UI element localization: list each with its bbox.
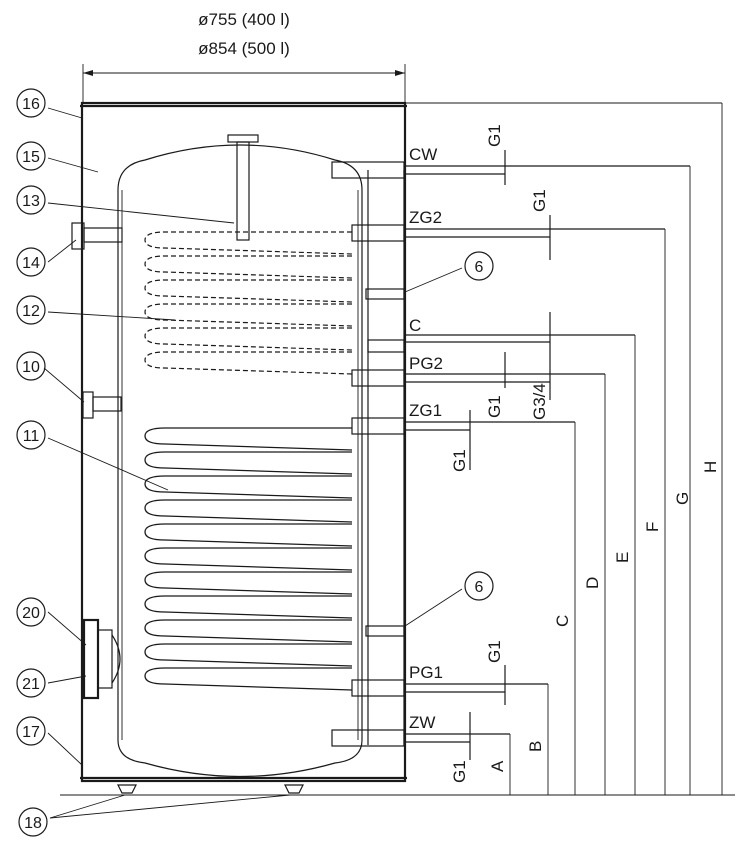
coil-winding [144, 475, 353, 499]
callout-20-text: 20 [22, 605, 40, 622]
thread-zw: G1 [450, 760, 469, 783]
thread-pg1: G1 [485, 640, 504, 663]
callout-13-text: 13 [22, 193, 40, 210]
coil-winding [144, 427, 353, 451]
connection-c: C [409, 316, 421, 335]
coil-winding [144, 327, 353, 351]
height-c: C [553, 615, 572, 627]
feet [117, 784, 304, 794]
callout-14-text: 14 [22, 255, 40, 272]
fitting-10 [82, 391, 122, 419]
coil-winding [144, 279, 353, 303]
connection-column [365, 170, 405, 745]
coil-winding [144, 595, 353, 619]
upper-heating-coil [144, 231, 353, 375]
callout-18-text: 18 [24, 815, 42, 832]
callout-12: 12 [16, 295, 46, 325]
callout-16: 16 [16, 88, 46, 118]
connection-zg2: ZG2 [409, 208, 442, 227]
callout-17-text: 17 [22, 724, 40, 741]
thread-pg2: G1 [485, 395, 504, 418]
callout-leaders [43, 107, 463, 819]
lower-heating-coil [144, 427, 353, 691]
thread-zg2: G1 [530, 189, 549, 212]
callout-6-upper: 6 [464, 251, 494, 281]
coil-winding [144, 351, 353, 375]
height-f: F [643, 522, 662, 532]
callout-12-text: 12 [22, 303, 40, 320]
coil-winding [144, 523, 353, 547]
connection-cw: CW [409, 145, 437, 164]
callout-21: 21 [16, 668, 46, 698]
coil-winding [144, 451, 353, 475]
height-d: D [583, 577, 602, 589]
callout-10: 10 [16, 351, 46, 381]
callout-18: 18 [18, 807, 48, 837]
connection-zg1: ZG1 [409, 401, 442, 420]
diameter-label-500: ø854 (500 l) [198, 39, 290, 58]
callout-6-upper-text: 6 [475, 259, 484, 276]
thread-ticks [469, 150, 551, 760]
callout-11-text: 11 [23, 428, 40, 445]
callout-16-text: 16 [22, 96, 40, 113]
coil-winding [144, 547, 353, 571]
connection-pg1: PG1 [409, 663, 443, 682]
callout-21-text: 21 [22, 676, 40, 693]
coil-winding [144, 255, 353, 279]
thread-zg1: G1 [450, 449, 469, 472]
callout-14: 14 [16, 247, 46, 277]
outer-casing [80, 101, 407, 783]
thread-c: G3/4 [530, 383, 549, 420]
coil-winding [144, 303, 353, 327]
diameter-label-400: ø755 (400 l) [198, 10, 290, 29]
connection-stubs [331, 161, 405, 747]
height-dimension-lines [60, 102, 735, 796]
callout-6-lower: 6 [464, 571, 494, 601]
diameter-dimension-line [82, 64, 406, 103]
height-h: H [701, 461, 720, 473]
top-anode [227, 134, 259, 241]
height-b: B [526, 741, 545, 752]
callout-11: 11 [16, 420, 46, 450]
inner-vessel [117, 144, 363, 778]
coil-winding [144, 231, 353, 255]
fitting-14 [71, 222, 123, 250]
connection-zw: ZW [409, 713, 435, 732]
callout-20: 20 [16, 597, 46, 627]
coil-winding [144, 571, 353, 595]
inspection-flange [82, 618, 121, 700]
thread-cw: G1 [485, 124, 504, 147]
callout-15-text: 15 [22, 149, 40, 166]
coil-winding [144, 643, 353, 667]
callout-15: 15 [16, 141, 46, 171]
callout-6-lower-text: 6 [475, 579, 484, 596]
height-e: E [613, 552, 632, 563]
height-g: G [673, 492, 692, 505]
coil-winding [144, 667, 353, 691]
height-a: A [488, 760, 507, 772]
coil-winding [144, 499, 353, 523]
callout-10-text: 10 [22, 359, 40, 376]
callout-17: 17 [16, 716, 46, 746]
callout-13: 13 [16, 185, 46, 215]
connection-pipes [404, 165, 690, 743]
connection-pg2: PG2 [409, 354, 443, 373]
coil-winding [144, 619, 353, 643]
